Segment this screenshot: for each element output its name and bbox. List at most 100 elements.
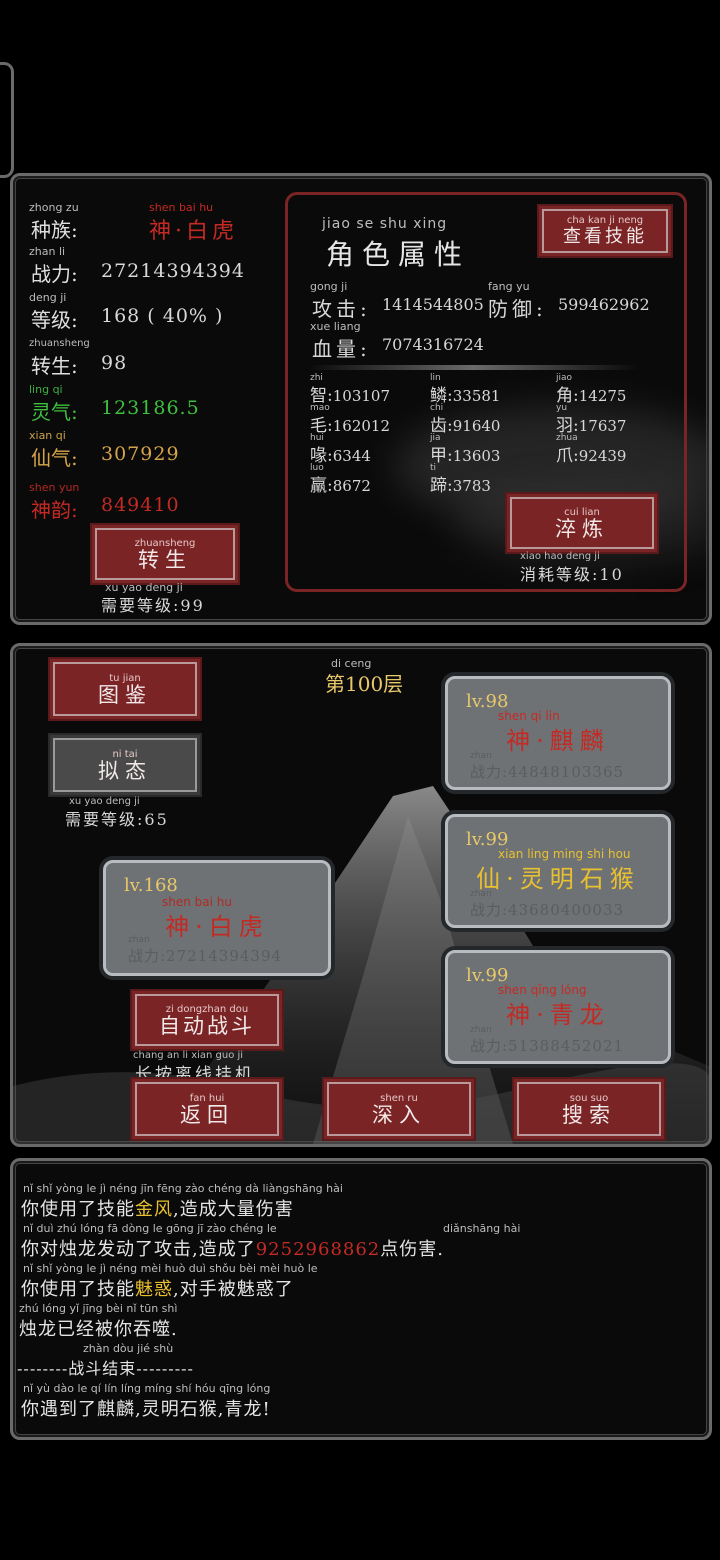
log-line3-pinyin: nǐ shǐ yòng le jì néng mèi huò duì shǒu … (23, 1262, 318, 1275)
trait-row: 鳞:33581 (430, 381, 500, 406)
trait-label: 鳞: (430, 386, 453, 406)
trait-row: 羸:8672 (310, 471, 371, 496)
trait-pinyin: chi (430, 403, 444, 413)
trait-pinyin: zhua (556, 433, 578, 443)
player-power-pinyin: zhan (128, 935, 150, 945)
log-line-4: 烛龙已经被你吞噬. (19, 1319, 178, 1340)
enemy-name: 神·青龙 (506, 1001, 610, 1029)
go-deeper-pinyin: shen ru (380, 1092, 418, 1104)
enemy-power-pinyin: zhan (470, 1025, 492, 1035)
rebirth-button[interactable]: zhuansheng 转生 (92, 525, 238, 583)
floor-label: 第100层 (325, 672, 404, 696)
attributes-panel: jiao se shu xing 角色属性 cha kan ji neng 查看… (285, 192, 687, 592)
auto-battle-pinyin: zi dongzhan dou (165, 1003, 249, 1015)
battle-end-divider: --------战斗结束--------- (17, 1359, 194, 1378)
trait-row: 角:14275 (556, 381, 626, 406)
level-label: 等级: (31, 308, 78, 332)
race-value-pinyin: shen bai hu (149, 201, 214, 214)
trait-value: 13603 (452, 447, 501, 465)
shenyun-value: 849410 (101, 494, 180, 516)
enemy-power-pinyin: zhan (470, 889, 492, 899)
floor-pinyin: di ceng (331, 657, 372, 670)
skill-name: 魅惑 (135, 1279, 173, 1300)
log-line4-pinyin: zhú lóng yǐ jīng bèi nǐ tūn shì (19, 1302, 178, 1315)
enemy-power: 战力:44848103365 (470, 763, 625, 781)
rebirth-requirement: 需要等级:99 (101, 596, 205, 615)
enemy-level: lv.99 (466, 965, 509, 986)
lingqi-value: 123186.5 (101, 397, 200, 419)
temper-cost-pinyin: xiao hao deng ji (520, 551, 600, 562)
trait-pinyin: jiao (556, 373, 573, 383)
race-label: 种族: (31, 218, 78, 242)
back-button[interactable]: fan hui 返回 (132, 1079, 282, 1139)
trait-pinyin: mao (310, 403, 330, 413)
search-button[interactable]: sou suo 搜索 (514, 1079, 664, 1139)
xianqi-pinyin: xian qi (29, 429, 66, 442)
back-button-label: 返回 (180, 1102, 234, 1127)
trait-value: 33581 (452, 387, 501, 405)
trait-value: 14275 (578, 387, 627, 405)
search-pinyin: sou suo (569, 1092, 609, 1104)
trait-value: 6344 (332, 447, 371, 465)
player-card[interactable]: lv.168 shen bai hu 神·白虎 zhan 战力:27214394… (103, 860, 331, 976)
trait-row: 蹄:3783 (430, 471, 491, 496)
mimic-button-pinyin: ni tai (112, 748, 138, 760)
log-line6-pinyin: nǐ yù dào le qí lín líng míng shí hóu qī… (23, 1382, 271, 1395)
auto-battle-button[interactable]: zi dongzhan dou 自动战斗 (132, 991, 282, 1049)
mimic-button-label: 拟态 (98, 758, 152, 783)
defense-value: 599462962 (558, 295, 650, 314)
trait-row: 毛:162012 (310, 411, 390, 436)
mimic-button[interactable]: ni tai 拟态 (50, 735, 200, 795)
go-deeper-label: 深入 (372, 1102, 426, 1127)
skill-name: 金风 (135, 1199, 173, 1220)
auto-battle-label: 自动战斗 (159, 1013, 255, 1038)
trait-value: 91640 (452, 417, 501, 435)
trait-pinyin: jia (430, 433, 441, 443)
atlas-button-pinyin: tu jian (109, 672, 141, 684)
rebirth-pinyin: zhuansheng (29, 338, 90, 349)
enemy-name-pinyin: shen qīng lóng (498, 983, 587, 997)
go-deeper-button[interactable]: shen ru 深入 (324, 1079, 474, 1139)
trait-row: 喙:6344 (310, 441, 371, 466)
enemy-level: lv.99 (466, 829, 509, 850)
mimic-requirement: 需要等级:65 (65, 810, 169, 829)
offline-hangup[interactable]: 长按离线挂机 (135, 1065, 255, 1085)
rebirth-req-pinyin: xu yao deng ji (105, 581, 183, 594)
atlas-button[interactable]: tu jian 图鉴 (50, 659, 200, 719)
view-skills-pinyin: cha kan ji neng (566, 214, 644, 226)
log-line2-pinyin-2: diǎnshāng hài (443, 1222, 521, 1235)
power-label: 战力: (31, 262, 78, 286)
damage-value: 9252968862 (255, 1239, 381, 1260)
trait-pinyin: zhi (310, 373, 323, 383)
trait-label: 喙: (310, 446, 333, 466)
temper-button-label: 淬炼 (555, 516, 609, 541)
level-pinyin: deng ji (29, 291, 67, 304)
temper-button-pinyin: cui lian (564, 506, 600, 518)
trait-row: 羽:17637 (556, 411, 626, 436)
lingqi-pinyin: ling qi (29, 383, 63, 396)
log-line-2: 你对烛龙发动了攻击,造成了9252968862点伤害. (21, 1235, 444, 1261)
defense-label: 防御: (488, 297, 547, 321)
offline-pinyin: chang an li xian guo ji (133, 1050, 244, 1061)
power-pinyin: zhan li (29, 245, 66, 258)
log-text: 你对烛龙发动了攻击,造成了 (21, 1239, 256, 1260)
view-skills-button[interactable]: cha kan ji neng 查看技能 (539, 206, 671, 256)
rebirth-label: 转生: (31, 354, 78, 378)
divider (308, 365, 638, 370)
hp-pinyin: xue liang (310, 320, 361, 333)
log-text: ,对手被魅惑了 (173, 1279, 294, 1300)
trait-label: 齿: (430, 416, 453, 436)
trait-value: 103107 (332, 387, 390, 405)
trait-pinyin: luo (310, 463, 324, 473)
trait-pinyin: hui (310, 433, 324, 443)
battle-log-panel: nǐ shǐ yòng le jì néng jīn fēng zào chén… (10, 1158, 712, 1440)
xianqi-label: 仙气: (31, 446, 78, 470)
temper-button[interactable]: cui lian 淬炼 (507, 494, 657, 552)
enemy-name-pinyin: shen qi lin (498, 709, 560, 723)
trait-label: 爪: (556, 446, 579, 466)
mimic-req-pinyin: xu yao deng ji (69, 796, 140, 807)
enemy-level: lv.98 (466, 691, 509, 712)
